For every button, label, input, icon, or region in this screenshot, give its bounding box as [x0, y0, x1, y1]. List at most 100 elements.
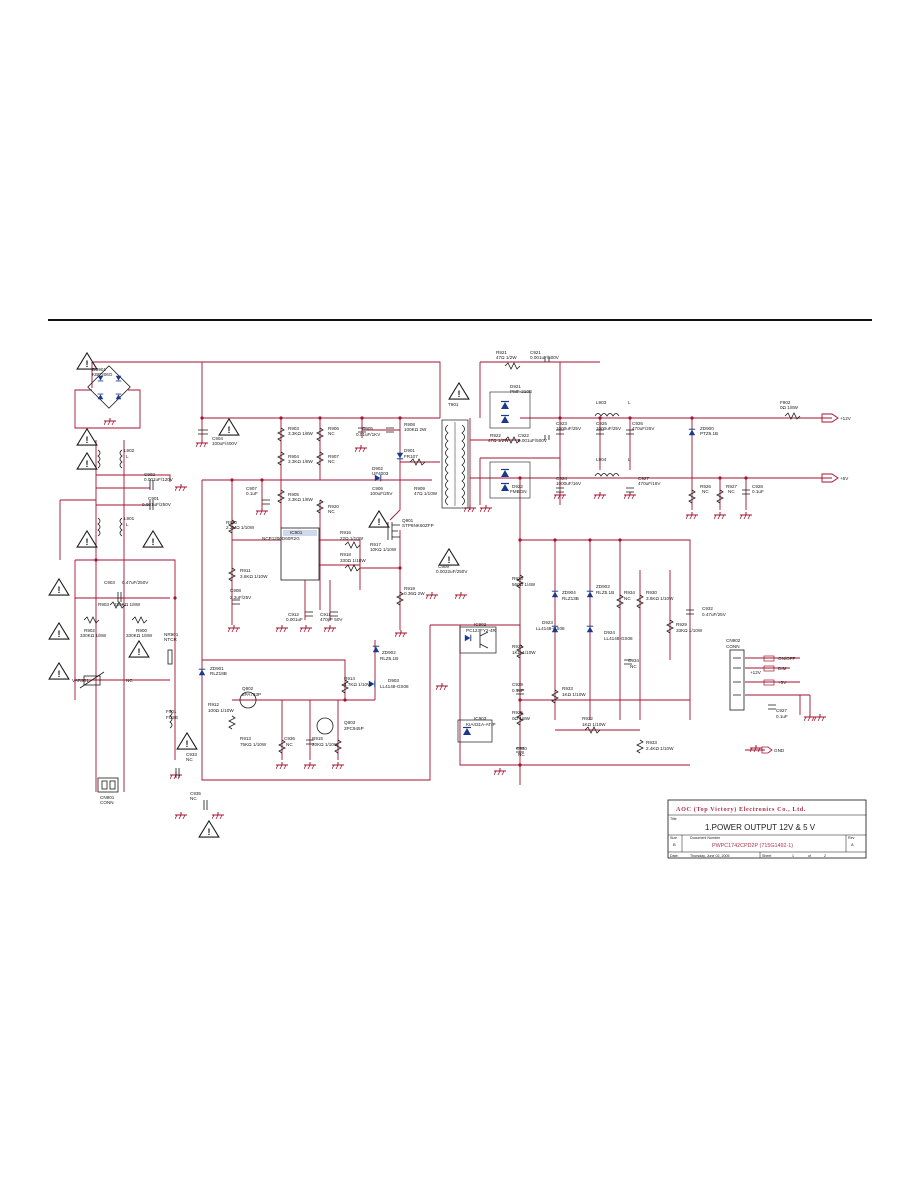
value-label: 0.0022uF/250V — [436, 569, 468, 574]
value-label: NC — [518, 752, 525, 757]
value-label: 33KΩ 1/10W — [676, 628, 703, 633]
ref-label: R907 — [328, 454, 339, 459]
ref-label: R917 — [370, 542, 381, 547]
sheet-total: 2 — [824, 854, 826, 858]
value-label: NTCR — [164, 637, 177, 642]
ref-label: Q902 — [242, 686, 254, 691]
ref-label: R903 — [288, 426, 299, 431]
value-label: 75KΩ 1/10W — [240, 742, 267, 747]
ref-label: CN901 — [100, 795, 115, 800]
value-label: RLZ5.1B — [596, 590, 614, 595]
ref-label: R921 — [496, 350, 507, 355]
ref-label: C929 — [512, 682, 523, 687]
size-value: B — [673, 842, 676, 847]
ref-label: R930 — [646, 590, 657, 595]
value-label: 0.001uF/500V — [518, 438, 548, 443]
value-label: 2PA733P — [242, 692, 261, 697]
value-label: 100uF/25V — [370, 491, 393, 496]
ref-label: R908 — [404, 422, 415, 427]
ref-label: R918 — [340, 552, 351, 557]
date-value: Thursday, June 02, 2005 — [690, 854, 730, 858]
ref-label: L901 — [124, 516, 135, 521]
value-label: L — [126, 454, 129, 459]
title-block: AOC (Top Victory) Electronics Co., Ltd. … — [667, 799, 867, 859]
ref-label: R920 — [328, 504, 339, 509]
ref-label: R933 — [562, 686, 573, 691]
ref-label: R904 — [288, 454, 299, 459]
value-label: 0.47uF/250V — [122, 580, 149, 585]
value-label: LL4148-GS08 — [536, 626, 565, 631]
rev-value: A — [851, 842, 854, 847]
value-label: FR107 — [404, 454, 418, 459]
ref-label: C928 — [752, 484, 763, 489]
warning-icon: ! — [142, 530, 164, 548]
warning-mark: ! — [378, 517, 381, 527]
net-label-dim: DIM — [778, 666, 787, 671]
ref-label: T901 — [448, 402, 459, 407]
value-label: LL4148-GS08 — [380, 684, 409, 689]
warning-mark: ! — [228, 425, 231, 435]
document-number: PWPC1742CPD2P (715G1492-1) — [712, 843, 793, 849]
value-label: 1000uF/25V — [596, 426, 622, 431]
value-label: 1KΩ 1/10W — [582, 722, 606, 727]
ref-label: R902 — [84, 628, 95, 633]
value-label: 0.1uF — [246, 491, 258, 496]
ref-label: C926 — [632, 421, 643, 426]
ref-label: R915 — [312, 736, 323, 741]
ref-label: R905 — [288, 492, 299, 497]
value-label: 0.1uF — [752, 489, 764, 494]
warning-icon: ! — [48, 578, 70, 596]
ref-label: R934 — [624, 590, 635, 595]
ref-label: IC901 — [290, 530, 303, 535]
value-label: 1KΩ 1/10W — [512, 650, 536, 655]
ref-label: C936 — [284, 736, 295, 741]
ref-label: DB901 — [92, 367, 106, 372]
warning-mark: ! — [86, 359, 89, 369]
net-label-plus12v: +12V — [840, 416, 852, 421]
warning-icon: ! — [76, 452, 98, 470]
value-label: L — [126, 522, 129, 527]
warning-icon: ! — [176, 732, 198, 750]
value-label: 1000uF/25V — [556, 426, 582, 431]
warning-icon: ! — [48, 622, 70, 640]
value-label: 2.4KΩ 1/10W — [646, 746, 674, 751]
warning-icon: ! — [448, 382, 470, 400]
ref-label: C932 — [702, 606, 713, 611]
value-label: 0.001uF — [286, 617, 303, 622]
ref-label: C901 — [148, 496, 159, 501]
ref-label: C912 — [288, 612, 299, 617]
value-label: 100Ω 1/10W — [208, 708, 234, 713]
value-label: 470uF/16V — [638, 481, 661, 486]
ref-label: C922 — [518, 433, 529, 438]
value-label: 2.2uF/25V — [230, 595, 252, 600]
value-label: FUSE — [166, 715, 178, 720]
ref-label: C923 — [556, 421, 567, 426]
value-label: 470uF/25V — [632, 426, 655, 431]
value-label: 330Ω 1/10W — [340, 558, 366, 563]
value-label: CONN — [726, 644, 740, 649]
net-label-plus5v-b: +5V — [778, 680, 787, 685]
ref-label: R925 — [512, 710, 523, 715]
ref-label: C925 — [596, 421, 607, 426]
ref-label: R927 — [726, 484, 737, 489]
value-label: NC — [328, 431, 335, 436]
ref-label: CN902 — [726, 638, 741, 643]
warning-icon: ! — [218, 418, 240, 436]
warning-mark: ! — [208, 827, 211, 837]
value-label: NC — [126, 678, 133, 683]
ref-label: D902 — [372, 466, 383, 471]
ref-label: D923 — [542, 620, 553, 625]
ref-label: D901 — [404, 448, 415, 453]
value-label: L — [628, 400, 631, 405]
value-label: 100KΩ 2W — [404, 427, 427, 432]
value-label: STP6NK60ZFP — [402, 523, 434, 528]
ref-label: C911 — [320, 612, 331, 617]
value-label: 47Ω 1/2W — [496, 355, 517, 360]
warning-icon: ! — [368, 510, 390, 528]
sheet-field-label: Sheet — [762, 854, 771, 858]
net-label-plus5v: +5V — [840, 476, 849, 481]
value-label: 0.1uF — [512, 688, 524, 693]
value-label: 3.3KΩ 1/8W — [288, 431, 314, 436]
ref-label: C907 — [246, 486, 257, 491]
value-label: 0.1uF — [776, 714, 788, 719]
